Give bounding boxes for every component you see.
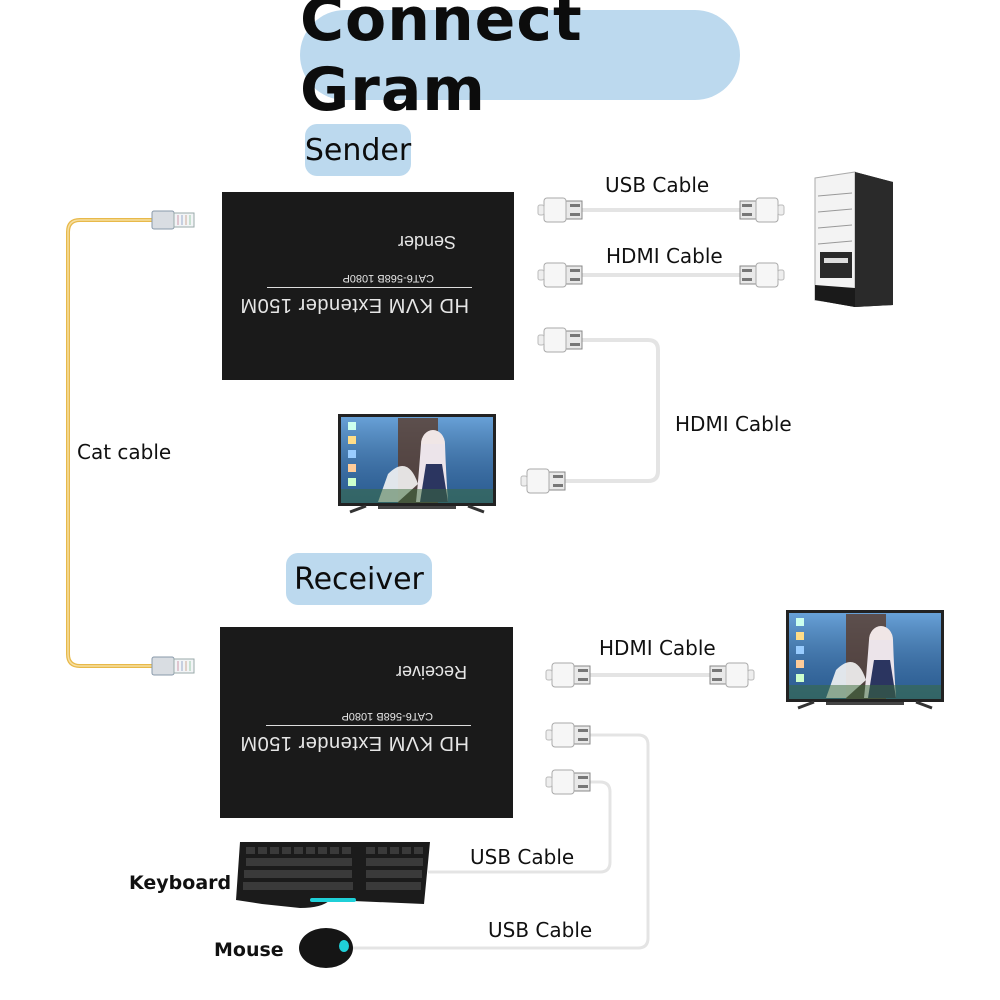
sender-hdmi-pc-cable-label: HDMI Cable (606, 244, 723, 268)
hdmi-plug-icon (545, 662, 591, 688)
keyboard-icon (236, 842, 430, 908)
usb-plug-icon (545, 722, 591, 748)
sender-device-name: Sender (397, 232, 456, 252)
hdmi-plug-icon (739, 262, 785, 288)
hdmi-plug-icon (520, 468, 566, 494)
hdmi-plug-icon (709, 662, 755, 688)
cat-cable-label: Cat cable (77, 440, 172, 464)
divider (267, 287, 472, 288)
usb-plug-icon (739, 197, 785, 223)
receiver-hdmi-cable-label: HDMI Cable (599, 636, 716, 660)
sender-hdmi-monitor-cable (520, 327, 660, 494)
receiver-usb-mouse-cable-label: USB Cable (488, 918, 593, 942)
receiver-usb-keyboard-cable (428, 769, 612, 874)
receiver-section-label: Receiver (286, 553, 432, 605)
sender-hdmi-monitor-cable-label: HDMI Cable (675, 412, 792, 436)
divider (266, 725, 471, 726)
receiver-device-name: Receiver (395, 662, 467, 682)
mouse-label: Mouse (214, 939, 284, 961)
sender-monitor-icon (336, 412, 498, 514)
hdmi-plug-icon (537, 327, 583, 353)
sender-section-label: Sender (305, 124, 411, 176)
sender-usb-cable-label: USB Cable (605, 173, 710, 197)
rj45-plug-bottom-icon (151, 656, 195, 676)
sender-device-spec: CAT6-568B 1080P (342, 272, 434, 284)
cat-cable (66, 210, 195, 676)
receiver-extender-device: Receiver HD KVM Extender 150M CAT6-568B … (220, 627, 513, 818)
usb-plug-icon (537, 197, 583, 223)
rj45-plug-top-icon (151, 210, 195, 230)
receiver-device-spec: CAT6-568B 1080P (341, 710, 433, 722)
receiver-hdmi-cable (545, 662, 755, 688)
receiver-usb-mouse-cable (350, 722, 650, 950)
receiver-usb-keyboard-cable-label: USB Cable (470, 845, 575, 869)
sender-extender-device: Sender HD KVM Extender 150M CAT6-568B 10… (222, 192, 514, 380)
keyboard-label: Keyboard (129, 872, 232, 894)
hdmi-plug-icon (537, 262, 583, 288)
mouse-icon (299, 928, 353, 968)
usb-plug-icon (545, 769, 591, 795)
receiver-monitor-icon (784, 608, 946, 710)
receiver-device-model: HD KVM Extender 150M (240, 732, 469, 754)
sender-device-model: HD KVM Extender 150M (240, 294, 469, 316)
diagram-title: Connect Gram (300, 0, 740, 125)
sender-hdmi-pc-cable (537, 262, 785, 288)
sender-usb-cable (537, 197, 785, 223)
pc-tower-icon (814, 171, 893, 307)
